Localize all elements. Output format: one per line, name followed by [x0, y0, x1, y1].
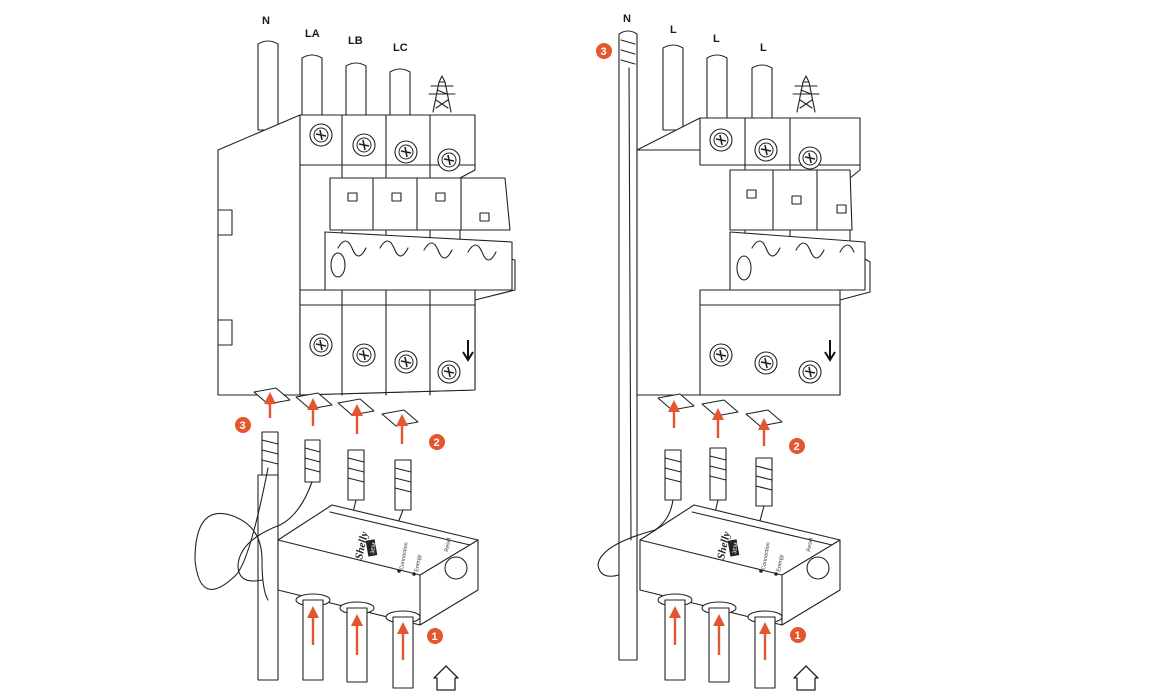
left-neutral-wire	[194, 467, 269, 601]
right-neutral-wire	[628, 67, 632, 541]
right-diagram: N L L L 3	[596, 13, 871, 691]
left-reset-button	[444, 556, 468, 580]
left-marker-3: 3	[235, 417, 251, 433]
right-insert-arrows	[668, 400, 770, 446]
left-supply-conductors	[257, 40, 411, 131]
right-marker-3: 3	[596, 43, 612, 59]
right-label-l2: L	[713, 33, 720, 45]
left-insert-arrows	[264, 392, 408, 444]
left-label-lc: LC	[393, 42, 408, 54]
right-reset-label: Reset	[806, 537, 814, 553]
left-phase-wire	[237, 524, 281, 582]
right-supply-conductors	[662, 44, 773, 131]
left-label-lb: LB	[348, 35, 363, 47]
right-label-l1: L	[670, 24, 677, 36]
right-led-connection: Connection	[761, 542, 772, 570]
left-brand-label: Shelly	[353, 531, 371, 561]
down-arrow-icon	[824, 340, 836, 362]
right-led-energy: Energy	[776, 554, 785, 572]
left-label-n: N	[262, 15, 270, 27]
right-label-l3: L	[760, 42, 767, 54]
left-label-la: LA	[305, 28, 320, 40]
left-neutral-conductor	[257, 474, 279, 681]
right-brand-label: Shelly	[715, 531, 733, 561]
right-reset-button	[806, 556, 830, 580]
house-icon	[793, 665, 819, 691]
left-ct-arrows	[307, 606, 409, 660]
svg-text:2: 2	[794, 441, 800, 453]
right-ct-arrows	[669, 606, 771, 660]
right-wire-ends	[654, 447, 773, 531]
left-wire-ends	[261, 431, 412, 529]
right-breaker	[636, 117, 871, 427]
power-pylon-icon	[792, 75, 820, 113]
right-neutral-conductor	[618, 30, 638, 661]
left-marker-2: 2	[429, 434, 445, 450]
svg-text:2: 2	[434, 437, 440, 449]
svg-text:3: 3	[240, 420, 246, 432]
right-load-conductors	[664, 599, 776, 689]
left-led-energy: Energy	[414, 554, 423, 572]
svg-text:1: 1	[432, 631, 438, 643]
left-breaker	[217, 114, 516, 427]
left-marker-1: 1	[427, 628, 443, 644]
svg-text:1: 1	[795, 630, 801, 642]
right-marker-1: 1	[790, 627, 806, 643]
right-model-label: 3EM	[732, 542, 740, 555]
left-reset-label: Reset	[444, 537, 452, 553]
left-led-connection: Connection	[399, 542, 410, 570]
down-arrow-icon	[462, 340, 474, 362]
right-label-n: N	[623, 13, 631, 25]
right-marker-2: 2	[789, 438, 805, 454]
right-phase-wire	[597, 529, 656, 577]
left-model-label: 3EM	[370, 542, 378, 555]
left-diagram: N LA LB LC	[194, 15, 516, 691]
power-pylon-icon	[428, 75, 456, 113]
house-icon	[433, 665, 459, 691]
svg-text:3: 3	[601, 46, 607, 58]
